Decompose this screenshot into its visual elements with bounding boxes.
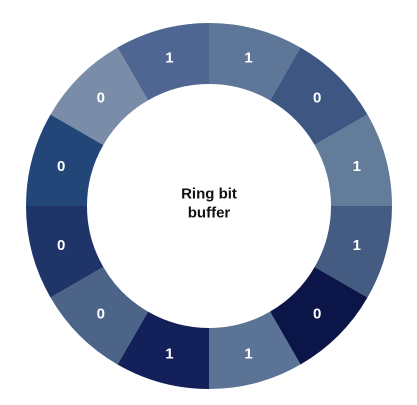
ring-segment-2 <box>270 47 368 145</box>
ring-segment-11 <box>50 47 148 145</box>
ring-segment-1-bit-label: 1 <box>244 50 252 67</box>
ring-segment-3-bit-label: 1 <box>353 158 361 175</box>
ring-segment-3 <box>314 114 392 206</box>
center-title-line-1: Ring bit <box>181 186 237 203</box>
ring-segment-2-bit-label: 0 <box>313 89 321 106</box>
ring-segment-10 <box>26 114 104 206</box>
ring-segment-4-bit-label: 1 <box>353 237 361 254</box>
ring-segment-8-bit-label: 0 <box>97 306 105 323</box>
ring-segment-11-bit-label: 0 <box>97 89 105 106</box>
ring-segment-12 <box>117 23 209 101</box>
ring-segment-9 <box>26 206 104 298</box>
ring-segment-6-bit-label: 1 <box>244 345 252 362</box>
ring-segment-5-bit-label: 0 <box>313 306 321 323</box>
center-title-line-2: buffer <box>188 205 231 222</box>
ring-segment-10-bit-label: 0 <box>57 158 65 175</box>
ring-segment-6 <box>209 311 301 389</box>
center-title: Ring bit buffer <box>181 186 237 222</box>
ring-segment-7-bit-label: 1 <box>165 345 173 362</box>
ring-segment-4 <box>314 206 392 298</box>
ring-segment-labels: 1 0 1 1 0 1 1 0 0 0 0 1 <box>57 50 361 363</box>
ring-segment-12-bit-label: 1 <box>165 50 173 67</box>
ring-segment-5 <box>270 267 368 365</box>
ring-segment-8 <box>50 267 148 365</box>
ring-segment-1 <box>209 23 301 101</box>
ring-segment-7 <box>117 311 209 389</box>
ring-segment-9-bit-label: 0 <box>57 237 65 254</box>
ring-segments <box>26 23 392 389</box>
